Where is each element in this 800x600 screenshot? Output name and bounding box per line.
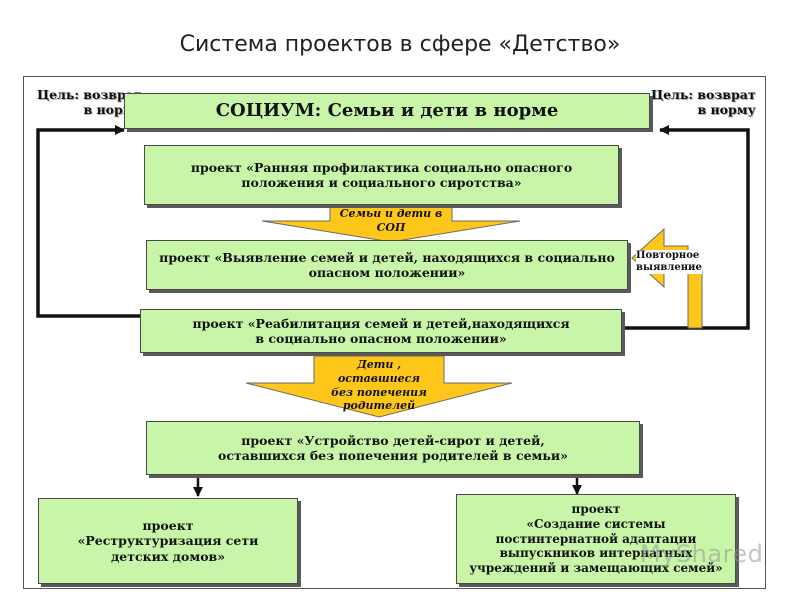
watermark: MyShared (640, 540, 764, 568)
arrow-sop-label: Семьи и дети в СОП (339, 207, 443, 234)
right-return-line (622, 125, 750, 330)
arrow-orphans-label: Дети , оставшиеся без попечения родителе… (331, 358, 427, 413)
diagram-frame (23, 76, 766, 589)
repeat-detection-label: Повторное выявление (636, 250, 702, 274)
left-return-line (36, 125, 140, 318)
goal-left: Цель: возврат в норму (37, 87, 142, 117)
slide-title: Система проектов в сфере «Детство» (179, 32, 621, 57)
box-socium: СОЦИУМ: Семьи и дети в норме (124, 93, 650, 129)
box-detection: проект «Выявление семей и детей, находящ… (146, 240, 628, 290)
arrow-repeat-detection (631, 227, 703, 329)
box-early-prevention: проект «Ранняя профилактика социально оп… (144, 145, 619, 205)
arrow-orphans (245, 355, 513, 418)
box-post-internat: проект «Создание системы постинтернатной… (456, 494, 736, 584)
box-rehabilitation: проект «Реабилитация семей и детей,наход… (140, 309, 622, 353)
goal-right: Цель: возврат в норму (651, 87, 756, 117)
box-placement: проект «Устройство детей-сирот и детей, … (146, 421, 640, 475)
box-restructuring: проект «Реструктуризация сети детских до… (38, 498, 298, 584)
arrow-sop (261, 205, 521, 243)
